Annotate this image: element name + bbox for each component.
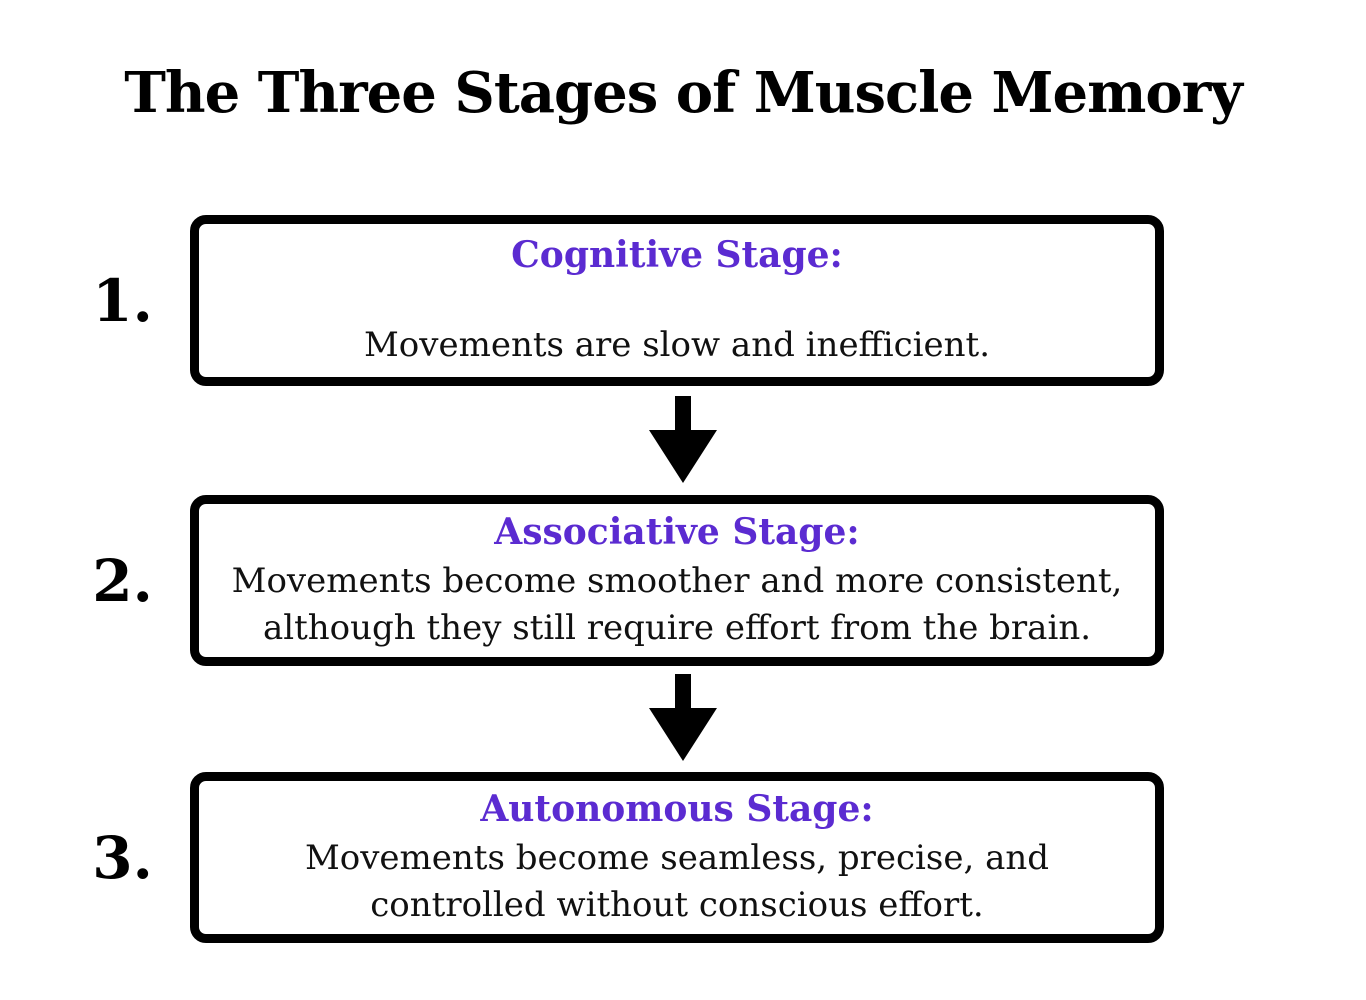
stage-heading-autonomous: Autonomous Stage: (480, 787, 874, 830)
stage-description-autonomous: Movements become seamless, precise, and … (304, 837, 1050, 925)
stage-number-1: 1. (92, 266, 153, 335)
stage-number-3: 3. (92, 823, 153, 892)
stage-box-associative: Associative Stage: Movements become smoo… (190, 495, 1164, 666)
stage-description-associative: Movements become smoother and more consi… (231, 560, 1123, 648)
stage-description-cognitive: Movements are slow and inefficient. (363, 324, 990, 365)
stage-heading-associative: Associative Stage: (494, 510, 860, 553)
stage-box-cognitive: Cognitive Stage: Movements are slow and … (190, 215, 1164, 386)
page-title: The Three Stages of Muscle Memory (124, 60, 1243, 126)
down-arrow-icon (648, 396, 718, 483)
stage-box-autonomous: Autonomous Stage: Movements become seaml… (190, 772, 1164, 943)
stage-number-2: 2. (92, 546, 153, 615)
stage-heading-cognitive: Cognitive Stage: (511, 233, 843, 276)
down-arrow-icon (648, 674, 718, 761)
